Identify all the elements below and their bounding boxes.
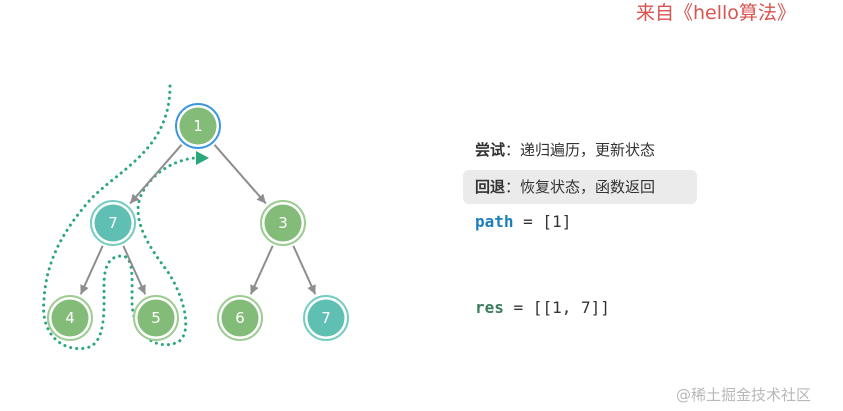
tree-edges: [79, 144, 317, 295]
traversal-path: [42, 84, 209, 351]
tree-node-label: 5: [151, 309, 161, 327]
legend-undo-text: ：恢复状态，函数返回: [505, 178, 656, 196]
legend-try-label: 尝试: [475, 141, 506, 159]
tree-node: 1: [175, 103, 221, 149]
source-caption: 来自《hello算法》: [636, 2, 796, 24]
path-value: = [1]: [513, 212, 572, 231]
tree-node: 4: [47, 295, 93, 341]
legend-undo-label: 回退: [475, 178, 506, 196]
tree-edge: [213, 144, 267, 205]
tree-node: 3: [260, 200, 306, 246]
path-state: path = [1]: [475, 212, 571, 231]
traversal-dotted-line: [42, 84, 197, 351]
tree-edge: [249, 245, 274, 295]
res-variable: res: [475, 298, 504, 317]
traversal-arrow-icon: [196, 151, 209, 165]
tree-node: 7: [90, 200, 136, 246]
watermark: @稀土掘金技术社区: [676, 386, 812, 404]
legend-undo: 回退：恢复状态，函数返回: [463, 170, 697, 204]
path-variable: path: [475, 212, 514, 231]
tree-node-label: 4: [65, 309, 75, 327]
tree-edge: [122, 245, 147, 295]
tree-node-label: 3: [278, 214, 288, 232]
tree-node-label: 1: [193, 117, 203, 135]
tree-node: 6: [217, 295, 263, 341]
tree-nodes: 1 7 3 4 5 6 7: [47, 103, 349, 341]
res-value: = [[1, 7]]: [503, 298, 610, 317]
tree-node-label: 7: [108, 214, 118, 232]
tree-node-label: 7: [321, 309, 331, 327]
legend-try: 尝试：递归遍历，更新状态: [463, 133, 667, 167]
tree-node-label: 6: [235, 309, 245, 327]
tree-edge: [79, 245, 104, 295]
tree-node: 7: [303, 295, 349, 341]
legend-try-text: ：递归遍历，更新状态: [505, 141, 656, 159]
tree-node: 5: [133, 295, 179, 341]
tree-edge: [292, 245, 317, 295]
tree-edge: [129, 144, 183, 205]
res-state: res = [[1, 7]]: [475, 298, 610, 317]
